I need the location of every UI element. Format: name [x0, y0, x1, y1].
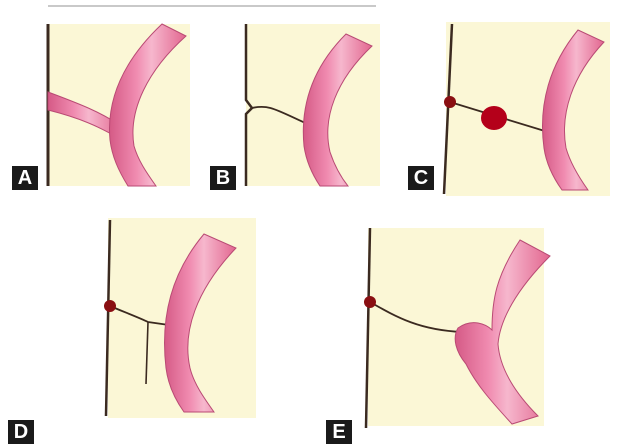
panel-label-e: E — [326, 420, 352, 444]
panel-d — [104, 218, 256, 418]
panel-e — [364, 228, 550, 428]
panel-c-anchor-dot — [444, 96, 456, 108]
panel-e-anchor-dot — [364, 296, 376, 308]
panel-d-anchor-dot — [104, 300, 116, 312]
panel-a — [48, 24, 190, 186]
panel-c — [444, 22, 610, 196]
panel-label-a: A — [12, 166, 38, 190]
panel-label-b: B — [210, 166, 236, 190]
panel-label-c: C — [408, 166, 434, 190]
panel-b — [246, 24, 380, 186]
panel-label-d: D — [8, 420, 34, 444]
panel-c-clot — [481, 106, 507, 130]
